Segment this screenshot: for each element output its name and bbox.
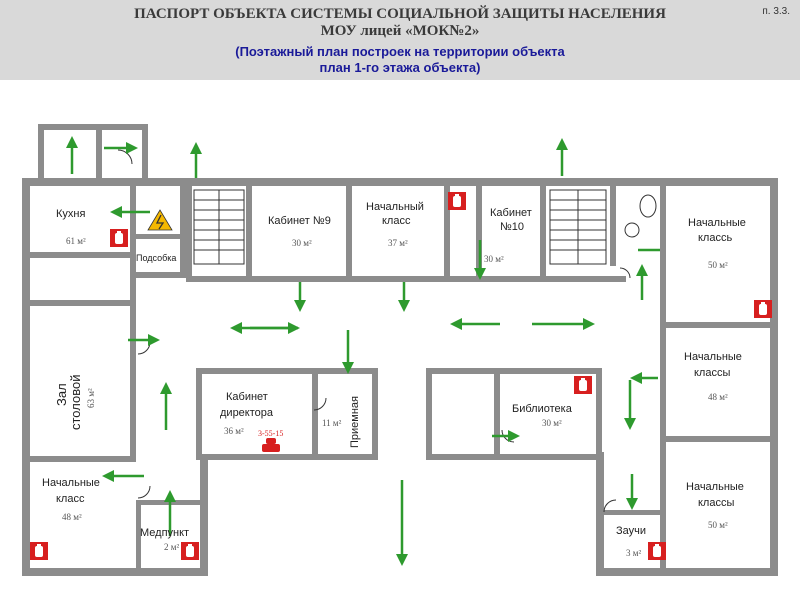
room-labels: Кухня 61 м² Подсобка Кабинет №9 30 м² На… xyxy=(42,201,746,558)
toilet-fixtures xyxy=(624,194,657,238)
walls xyxy=(22,124,778,576)
room-library-area: 30 м² xyxy=(542,418,562,428)
room-kitchen-area: 61 м² xyxy=(66,236,86,246)
room-office10-line2: №10 xyxy=(500,221,524,233)
room-reception-group: Приемная xyxy=(349,396,361,448)
room-office9-area: 30 м² xyxy=(292,238,312,248)
door-swings xyxy=(117,149,631,513)
room-primary-class-top-area: 37 м² xyxy=(388,238,408,248)
electric-hazard-icon xyxy=(147,209,173,231)
staircase-right xyxy=(549,189,607,265)
page-number: п. 3.3. xyxy=(762,6,790,17)
room-principal-line2: директора xyxy=(220,407,274,419)
room-library-label: Библиотека xyxy=(512,403,573,415)
room-primary-bottom-left-area: 48 м² xyxy=(62,512,82,522)
room-office10-line1: Кабинет xyxy=(490,207,532,219)
page-title-org: МОУ лицей «МОК№2» xyxy=(320,23,480,39)
page-title: ПАСПОРТ ОБЪЕКТА СИСТЕМЫ СОЦИАЛЬНОЙ ЗАЩИТ… xyxy=(134,6,666,22)
page-subtitle: (Поэтажный план построек на территории о… xyxy=(235,44,565,59)
room-primary-right-top-line1: Начальные xyxy=(688,217,746,229)
telephone-icon xyxy=(262,438,280,452)
room-dining-hall-group: Зал столовой 63 м² xyxy=(54,375,96,430)
room-primary-class-top-line1: Начальный xyxy=(366,201,424,213)
page-subtitle-2: план 1-го этажа объекта) xyxy=(319,60,481,75)
room-primary-bottom-left-line2: класс xyxy=(56,493,85,505)
room-dining-hall-line1: Зал xyxy=(54,383,69,406)
room-medical-area: 2 м² xyxy=(164,542,179,552)
room-storage-label: Подсобка xyxy=(136,253,176,263)
room-principal-line1: Кабинет xyxy=(226,391,268,403)
room-principal-area: 36 м² xyxy=(224,426,244,436)
room-principal-phone: 3-55-15 xyxy=(258,429,283,438)
room-reception-label: Приемная xyxy=(349,396,361,448)
room-kitchen-label: Кухня xyxy=(56,208,85,220)
room-primary-class-top-line2: класс xyxy=(382,215,411,227)
staircase-left xyxy=(193,189,245,265)
room-deputy-label: Заучи xyxy=(616,525,646,537)
room-primary-right-top-area: 50 м² xyxy=(708,260,728,270)
room-office9-label: Кабинет №9 xyxy=(268,215,331,227)
room-primary-right-bottom-area: 50 м² xyxy=(708,520,728,530)
room-primary-right-bottom-line2: классы xyxy=(698,497,734,509)
room-primary-bottom-left-line1: Начальные xyxy=(42,477,100,489)
room-primary-right-mid-line1: Начальные xyxy=(684,351,742,363)
header-banner: ПАСПОРТ ОБЪЕКТА СИСТЕМЫ СОЦИАЛЬНОЙ ЗАЩИТ… xyxy=(0,0,800,80)
room-office10-area: 30 м² xyxy=(484,254,504,264)
evacuation-arrows xyxy=(66,136,660,566)
room-primary-right-mid-area: 48 м² xyxy=(708,392,728,402)
room-medical-label: Медпункт xyxy=(140,527,189,539)
room-dining-hall-area: 63 м² xyxy=(86,388,96,408)
room-reception-area: 11 м² xyxy=(322,418,342,428)
floor-plan: Кухня 61 м² Подсобка Кабинет №9 30 м² На… xyxy=(22,124,778,576)
room-primary-right-mid-line2: классы xyxy=(694,367,730,379)
room-dining-hall-line2: столовой xyxy=(68,375,83,430)
room-primary-right-top-line2: классь xyxy=(698,232,732,244)
room-deputy-area: 3 м² xyxy=(626,548,641,558)
room-primary-right-bottom-line1: Начальные xyxy=(686,481,744,493)
